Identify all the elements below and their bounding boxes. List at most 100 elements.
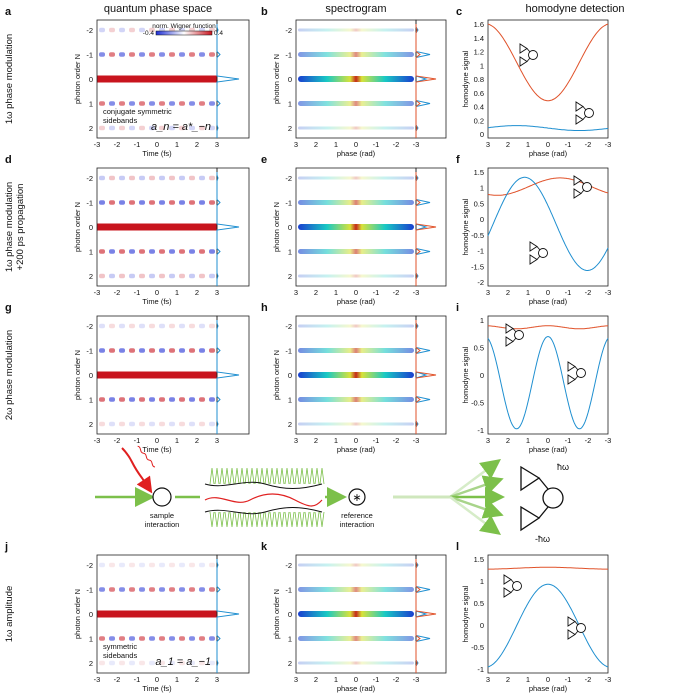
wigner-fringe bbox=[199, 660, 205, 666]
wigner-fringe bbox=[119, 273, 125, 279]
x-tick: 1 bbox=[334, 675, 338, 684]
y-tick: 1 bbox=[288, 248, 292, 257]
wigner-fringe bbox=[99, 101, 105, 106]
y-tick: 0.4 bbox=[474, 103, 484, 112]
wigner-fringe bbox=[149, 273, 155, 279]
wigner-fringe bbox=[129, 175, 135, 181]
wigner-fringe bbox=[179, 636, 185, 641]
x-tick: 3 bbox=[486, 140, 490, 149]
y-tick: -2 bbox=[285, 26, 292, 35]
x-tick: -1 bbox=[134, 140, 141, 149]
marginal-box bbox=[216, 315, 250, 435]
y-tick: 0 bbox=[89, 223, 93, 232]
homodyne-trace-blue bbox=[487, 583, 609, 668]
wigner-fringe bbox=[149, 323, 155, 329]
y-tick: 0.5 bbox=[474, 199, 484, 208]
sample-interaction-circle bbox=[152, 487, 172, 507]
wigner-fringe bbox=[159, 397, 165, 402]
minus-hbar-omega-label: -ħω bbox=[535, 534, 550, 544]
wigner-fringe bbox=[119, 52, 125, 57]
wigner-fringe bbox=[109, 660, 115, 666]
y-tick: 0.8 bbox=[474, 75, 484, 84]
y-tick: 1 bbox=[480, 61, 484, 70]
wigner-fringe bbox=[189, 125, 195, 131]
spectrogram-band bbox=[298, 126, 414, 130]
y-axis-label: homodyne signal bbox=[461, 198, 470, 255]
x-tick: 0 bbox=[546, 675, 550, 684]
wigner-fringe bbox=[179, 125, 185, 131]
x-tick: 0 bbox=[155, 675, 159, 684]
wigner-fringe bbox=[189, 348, 195, 353]
wigner-fringe bbox=[149, 125, 155, 131]
spectrogram-band bbox=[298, 274, 414, 278]
y-tick: -0.5 bbox=[471, 231, 484, 240]
spectrogram-band bbox=[298, 176, 414, 180]
detector-icon bbox=[529, 241, 548, 265]
sample-label-line1: sample bbox=[150, 511, 174, 520]
y-tick: 0 bbox=[480, 371, 484, 380]
wigner-fringe bbox=[109, 273, 115, 279]
wigner-fringe bbox=[189, 101, 195, 106]
x-tick: 0 bbox=[354, 288, 358, 297]
y-axis-label: photon order N bbox=[272, 589, 281, 639]
panel-letter-c: c bbox=[456, 6, 462, 18]
x-tick: 1 bbox=[175, 288, 179, 297]
panel-letter-g: g bbox=[5, 302, 12, 314]
x-axis-label: Time (fs) bbox=[142, 297, 172, 306]
x-tick: -1 bbox=[565, 288, 572, 297]
panel-letter-d: d bbox=[5, 154, 12, 166]
x-axis-label: phase (rad) bbox=[337, 684, 376, 693]
wigner-fringe bbox=[169, 52, 175, 57]
y-tick: 0 bbox=[480, 130, 484, 139]
wigner-fringe bbox=[209, 397, 215, 402]
y-tick: 0.2 bbox=[474, 116, 484, 125]
x-tick: 3 bbox=[294, 140, 298, 149]
wigner-fringe bbox=[119, 397, 125, 402]
homodyne-trace-blue bbox=[487, 335, 609, 430]
x-tick: -1 bbox=[373, 436, 380, 445]
wigner-fringe bbox=[169, 175, 175, 181]
wigner-fringe bbox=[209, 587, 215, 592]
detector-icon bbox=[567, 361, 586, 385]
x-tick: -3 bbox=[605, 140, 612, 149]
wigner-fringe bbox=[129, 660, 135, 666]
wigner-fringe bbox=[109, 397, 115, 402]
wigner-fringe bbox=[179, 348, 185, 353]
wigner-fringe bbox=[159, 249, 165, 254]
x-tick: 0 bbox=[155, 140, 159, 149]
wigner-fringe bbox=[169, 323, 175, 329]
marginal-box bbox=[415, 315, 447, 435]
wigner-fringe bbox=[149, 52, 155, 57]
y-tick: -1 bbox=[285, 199, 292, 208]
detector-icon bbox=[503, 574, 522, 598]
x-tick: 3 bbox=[215, 436, 219, 445]
x-tick: 2 bbox=[314, 140, 318, 149]
wigner-fringe bbox=[159, 348, 165, 353]
wigner-fringe bbox=[169, 397, 175, 402]
y-tick: 1 bbox=[288, 100, 292, 109]
wigner-fringe bbox=[139, 587, 145, 592]
x-tick: -2 bbox=[585, 436, 592, 445]
wigner-fringe bbox=[119, 175, 125, 181]
reference-interaction-circle bbox=[348, 488, 366, 506]
wigner-band bbox=[97, 371, 217, 379]
interaction-schematic: sample interaction ∗ reference interacti… bbox=[95, 445, 569, 544]
x-tick: 2 bbox=[195, 436, 199, 445]
wigner-fringe bbox=[169, 200, 175, 205]
detector-icon bbox=[575, 101, 594, 125]
y-tick: 1 bbox=[288, 396, 292, 405]
y-tick: -2 bbox=[285, 561, 292, 570]
x-tick: 3 bbox=[294, 288, 298, 297]
wigner-fringe bbox=[109, 52, 115, 57]
wigner-fringe bbox=[99, 125, 105, 131]
spectrogram-band bbox=[298, 563, 414, 567]
row-label: +200 ps propagation bbox=[15, 184, 26, 271]
y-tick: 1.6 bbox=[474, 20, 484, 29]
wigner-fringe bbox=[169, 636, 175, 641]
spectrogram-band bbox=[298, 397, 414, 402]
sideband-annotation: conjugate symmetric bbox=[103, 107, 172, 116]
